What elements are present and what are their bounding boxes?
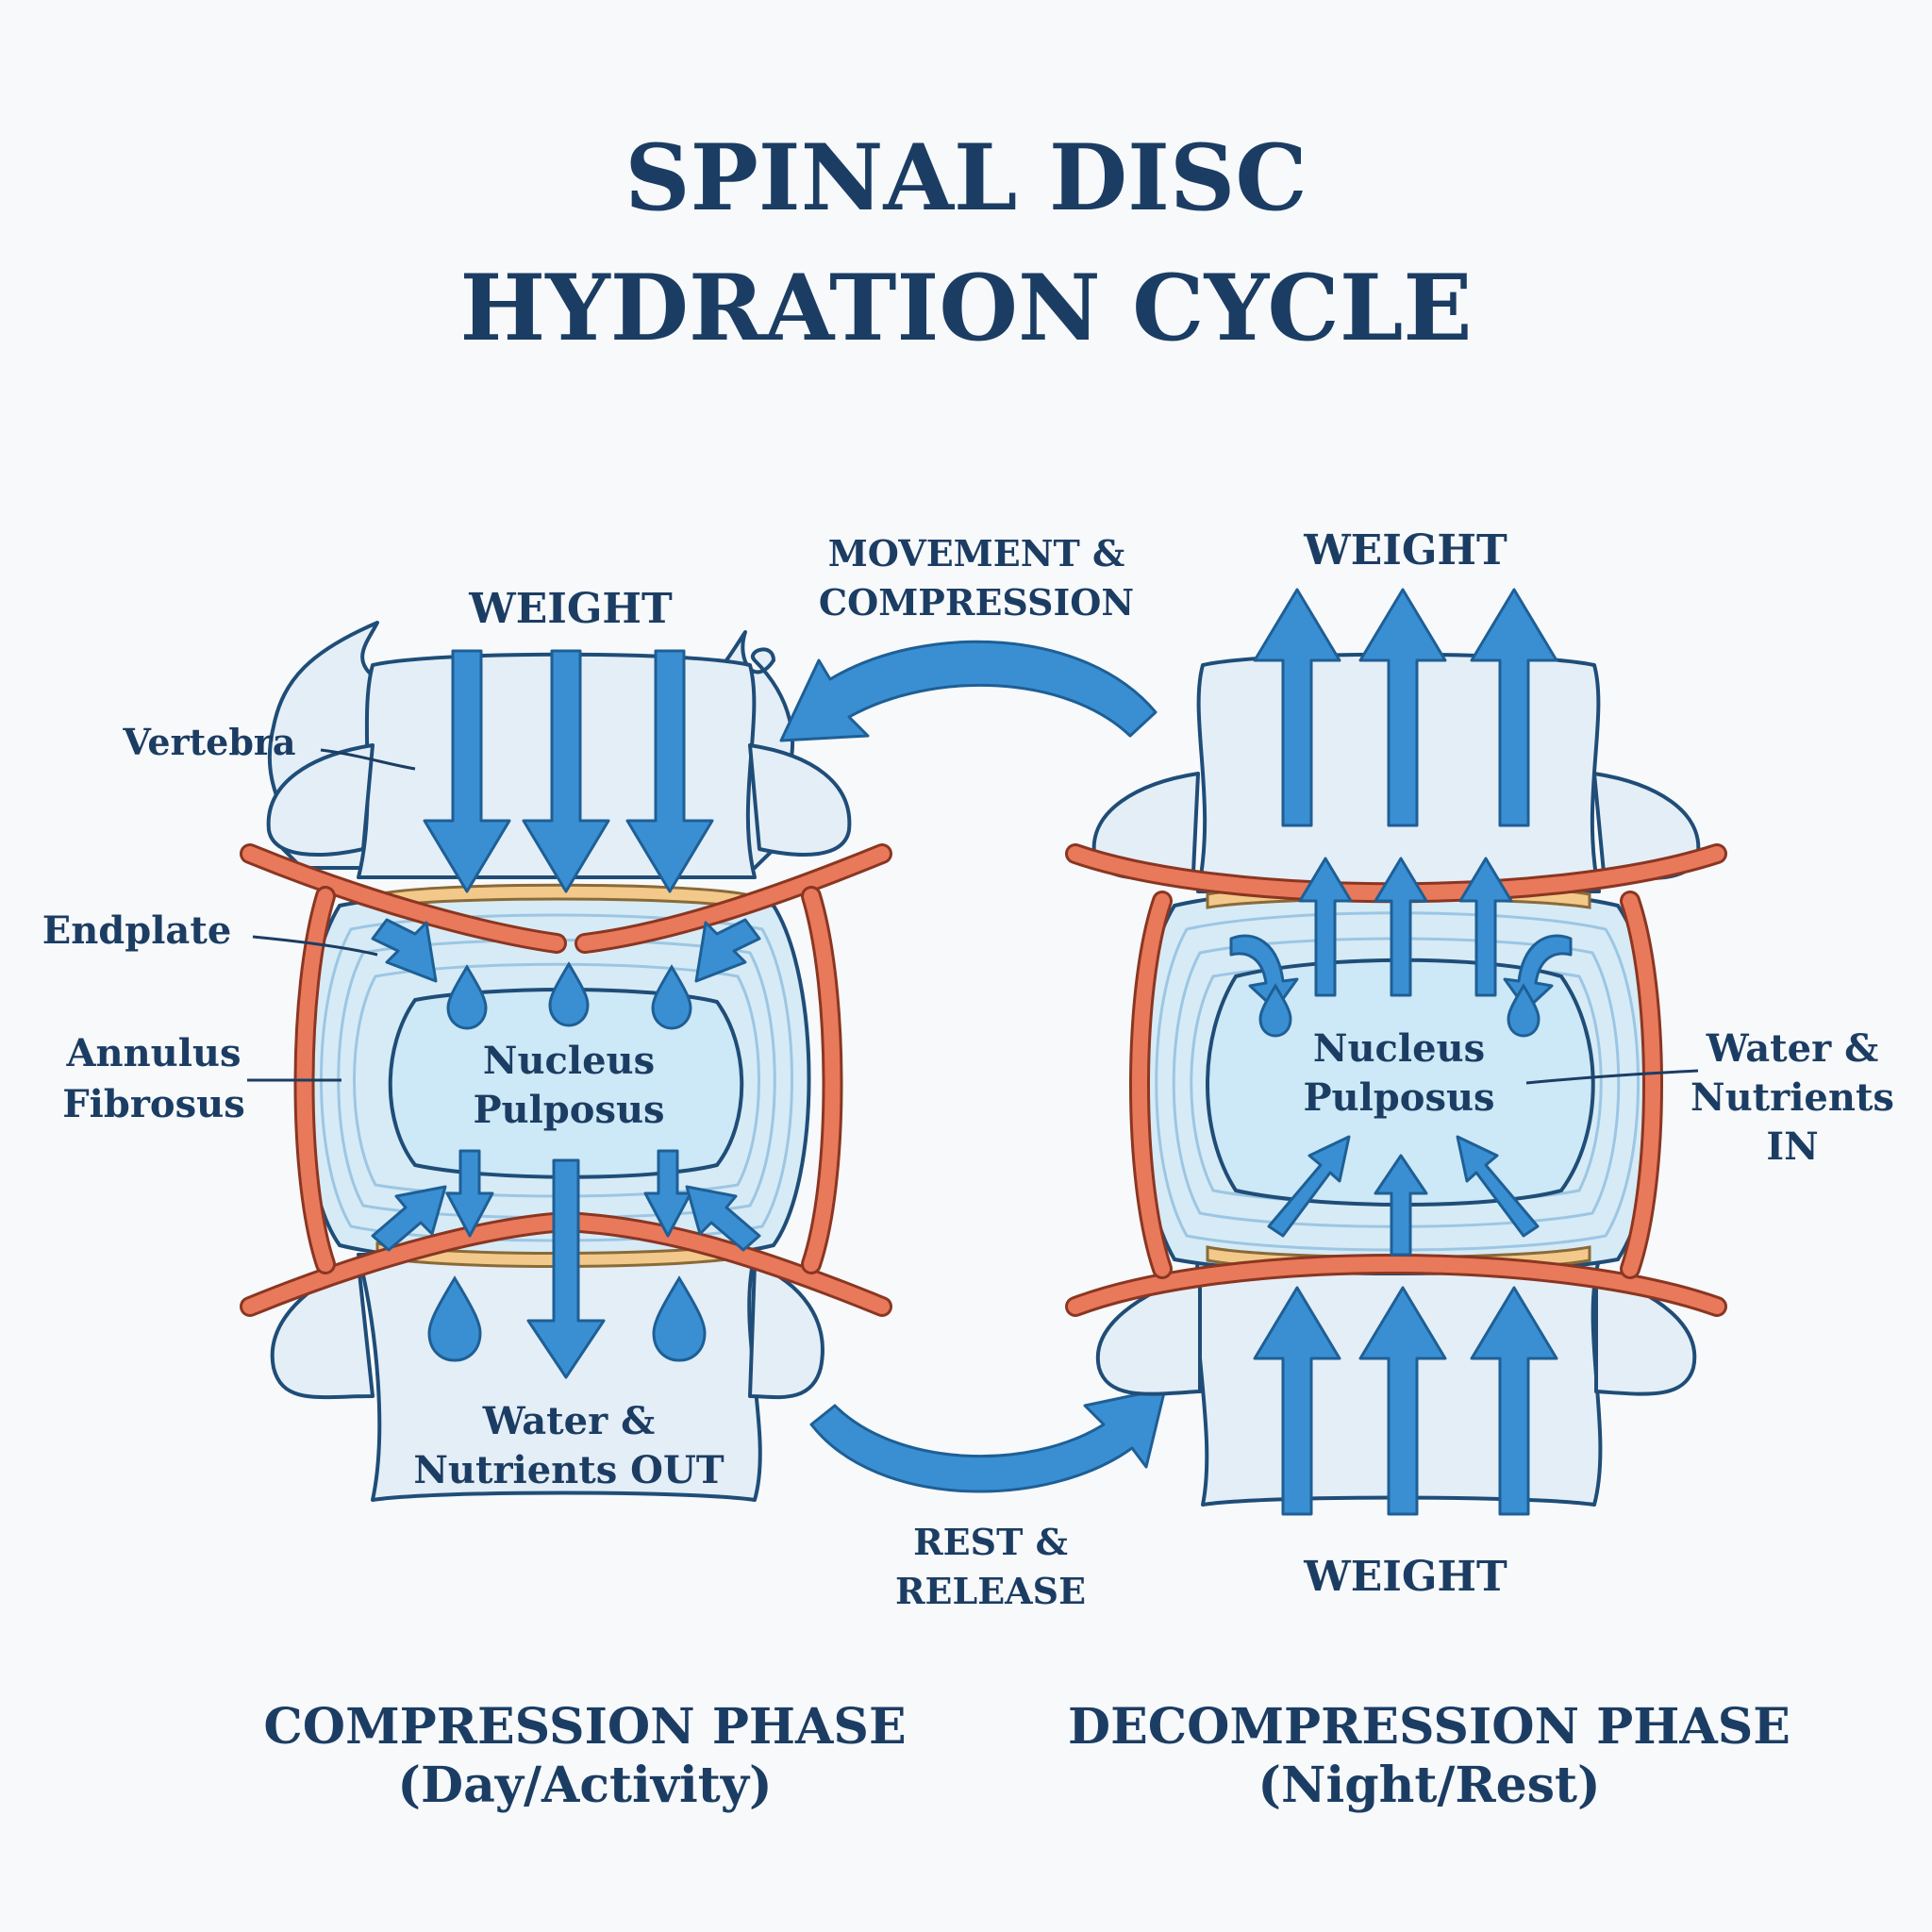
blood-vessels-right	[1065, 843, 1727, 1317]
endplate-leader	[252, 935, 378, 957]
arrow-up-icon	[1298, 857, 1353, 997]
arrow-up-icon	[1374, 857, 1428, 997]
cycle-arrow-bottom	[809, 1387, 1167, 1493]
cycle-top-label-1: MOVEMENT &	[828, 532, 1125, 575]
decompression-phase-subtitle: (Night/Rest)	[1257, 1757, 1600, 1814]
left-nucleus-label-2: Pulposus	[473, 1088, 664, 1132]
in-leader	[1525, 1069, 1699, 1085]
in-label-1: Water &	[1706, 1026, 1878, 1071]
right-weight-top-label: WEIGHT	[1303, 526, 1507, 575]
cycle-arrow-top	[779, 640, 1158, 742]
water-drop-icon	[548, 961, 590, 1027]
annulus-label-1: Annulus	[65, 1031, 241, 1075]
arrow-icon	[1456, 1135, 1540, 1238]
arrow-icon	[643, 1149, 692, 1238]
endplate-label: Endplate	[42, 908, 232, 953]
left-weight-label: WEIGHT	[468, 585, 673, 633]
water-drop-icon	[1258, 983, 1292, 1038]
small-inflow-arrows	[371, 918, 761, 1252]
decompression-disc-illustration	[1065, 588, 1727, 1516]
title-line-1: SPINAL DISC	[625, 125, 1307, 231]
arrow-up-icon	[1253, 588, 1341, 827]
water-drop-icon	[652, 1275, 707, 1362]
upper-vertebra-process-left	[266, 743, 375, 857]
in-label-3: IN	[1766, 1124, 1818, 1169]
arrow-down-icon	[423, 649, 511, 893]
water-drops-right	[1258, 983, 1541, 1038]
compression-disc-illustration	[240, 621, 892, 1502]
arrow-icon	[685, 1185, 761, 1252]
arrow-up-icon	[1458, 857, 1513, 997]
arrow-down-icon	[522, 649, 610, 893]
arrow-down-icon	[625, 649, 714, 893]
right-nucleus-label-1: Nucleus	[1313, 1026, 1485, 1071]
annulus-label-2: Fibrosus	[62, 1082, 244, 1126]
weight-arrows-up	[1253, 588, 1558, 1516]
blood-vessels-left	[240, 843, 892, 1317]
arrow-up-icon	[1374, 1154, 1428, 1257]
arrow-up-icon	[1470, 588, 1558, 827]
compression-phase-title: COMPRESSION PHASE	[263, 1698, 906, 1756]
in-label-2: Nutrients	[1690, 1075, 1894, 1120]
arrow-up-icon	[1253, 1286, 1341, 1516]
arrow-up-icon	[1358, 588, 1447, 827]
out-label-1: Water &	[482, 1399, 655, 1443]
arrow-icon	[445, 1149, 494, 1238]
arrow-up-icon	[1358, 1286, 1447, 1516]
vertebra-leader	[320, 748, 416, 771]
upper-vertebra-process-right	[748, 743, 852, 857]
cycle-bottom-label-2: RELEASE	[895, 1570, 1086, 1612]
arrow-down-icon	[526, 1158, 606, 1379]
right-weight-bottom-label: WEIGHT	[1303, 1553, 1507, 1601]
left-nucleus-label-1: Nucleus	[483, 1039, 655, 1083]
weight-arrows-down	[423, 649, 714, 1379]
title-line-2: HYDRATION CYCLE	[460, 255, 1473, 361]
compression-phase-subtitle: (Day/Activity)	[397, 1757, 772, 1814]
nucleus-pulposus	[388, 988, 744, 1179]
right-nucleus-label-2: Pulposus	[1303, 1075, 1494, 1120]
decompression-phase-title: DECOMPRESSION PHASE	[1068, 1698, 1790, 1756]
arrow-icon	[371, 918, 438, 983]
cycle-bottom-label-1: REST &	[913, 1521, 1068, 1563]
arrow-icon	[694, 918, 761, 983]
arrow-icon	[371, 1185, 447, 1252]
water-drop-icon	[651, 964, 692, 1030]
arrow-icon	[1267, 1135, 1351, 1238]
lower-vertebra-process-right	[748, 1262, 824, 1400]
small-uptake-arrows	[1229, 857, 1573, 1257]
water-drop-icon	[446, 964, 488, 1030]
water-drop-icon	[1507, 983, 1541, 1038]
cycle-top-label-2: COMPRESSION	[819, 581, 1134, 624]
water-drops-left	[427, 961, 707, 1362]
arrow-up-icon	[1470, 1286, 1558, 1516]
vertebra-label: Vertebra	[122, 721, 295, 763]
arrow-icon	[1229, 934, 1299, 1011]
water-drop-icon	[427, 1275, 482, 1362]
right-nucleus-pulposus	[1206, 958, 1595, 1207]
out-label-2: Nutrients OUT	[413, 1448, 724, 1492]
